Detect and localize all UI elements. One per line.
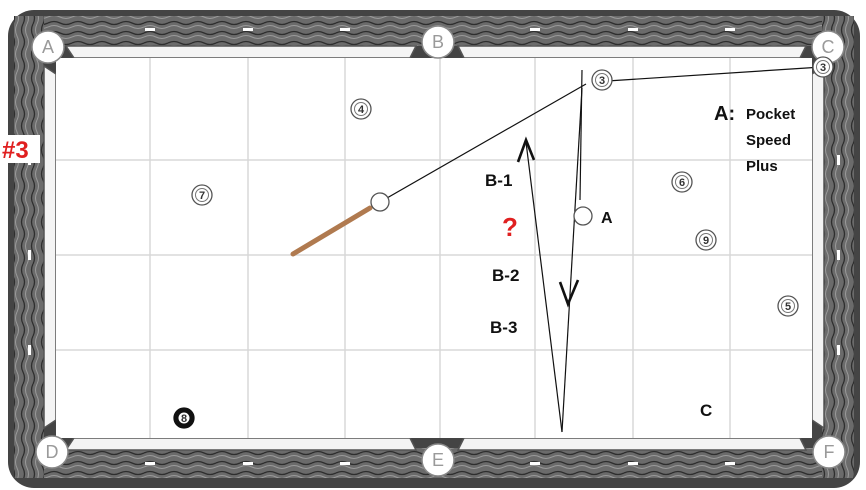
ball-9: 9 [695,229,717,251]
annotation-labels: #3 A A: Pocket Speed Plus B-1 ? B-2 B-3 … [0,103,795,420]
pocket-label-a: A [42,37,54,57]
object-ball-path-line [591,66,823,83]
label-position-a: A [601,210,613,227]
ball-5-number: 5 [785,301,791,313]
ball-6: 6 [671,171,693,193]
object-balls: 3 3 4 7 6 9 5 [173,56,834,429]
path-c-up-line [525,141,563,433]
diagram-number: #3 [2,137,29,164]
table-cloth [56,58,812,438]
ball-8-number: 8 [181,413,187,425]
ball-3-top-number: 3 [599,75,605,87]
ball-9-number: 9 [703,235,709,247]
label-shot-a-line2: Speed [746,132,791,149]
pocket-label-c: C [822,37,835,57]
pocket-b: B [421,25,455,59]
shot-lines [379,66,823,433]
label-c: C [700,401,712,420]
ball-7: 7 [191,184,213,206]
pocket-a: A [31,30,65,64]
label-shot-a-line3: Plus [746,158,778,175]
pocket-label-f: F [824,442,835,462]
pocket-e: E [421,443,455,477]
cue-ball [370,192,390,212]
ball-3-corner-number: 3 [820,62,826,74]
pocket-f: F [812,435,846,469]
label-question: ? [502,212,518,242]
cue-stick [290,205,373,257]
cue-ball-position-a [573,206,593,226]
ball-8: 8 [173,407,195,429]
path-c-down-line [561,87,583,433]
arrowhead-up [516,136,536,163]
ball-4-number: 4 [358,104,365,116]
ball-7-number: 7 [199,190,205,202]
label-b3: B-3 [490,318,517,337]
pocket-label-b: B [432,32,444,52]
ball-4: 4 [350,98,372,120]
label-shot-a-line1: Pocket [746,106,795,123]
pocket-label-e: E [432,450,444,470]
pocket-d: D [35,435,69,469]
label-b2: B-2 [492,266,519,285]
label-shot-a-title: A: [714,103,735,125]
ball-6-number: 6 [679,177,685,189]
arrowhead-down [558,279,580,308]
pocket-c: C [811,30,845,64]
cue-aim-line [379,83,587,203]
ball-5: 5 [777,295,799,317]
pockets: A B C D E F [31,25,846,477]
diamond-grid [56,58,812,438]
label-b1: B-1 [485,171,512,190]
ball-3-top: 3 [591,69,613,91]
pocket-label-d: D [46,442,59,462]
ball-3-corner: 3 [812,56,834,78]
